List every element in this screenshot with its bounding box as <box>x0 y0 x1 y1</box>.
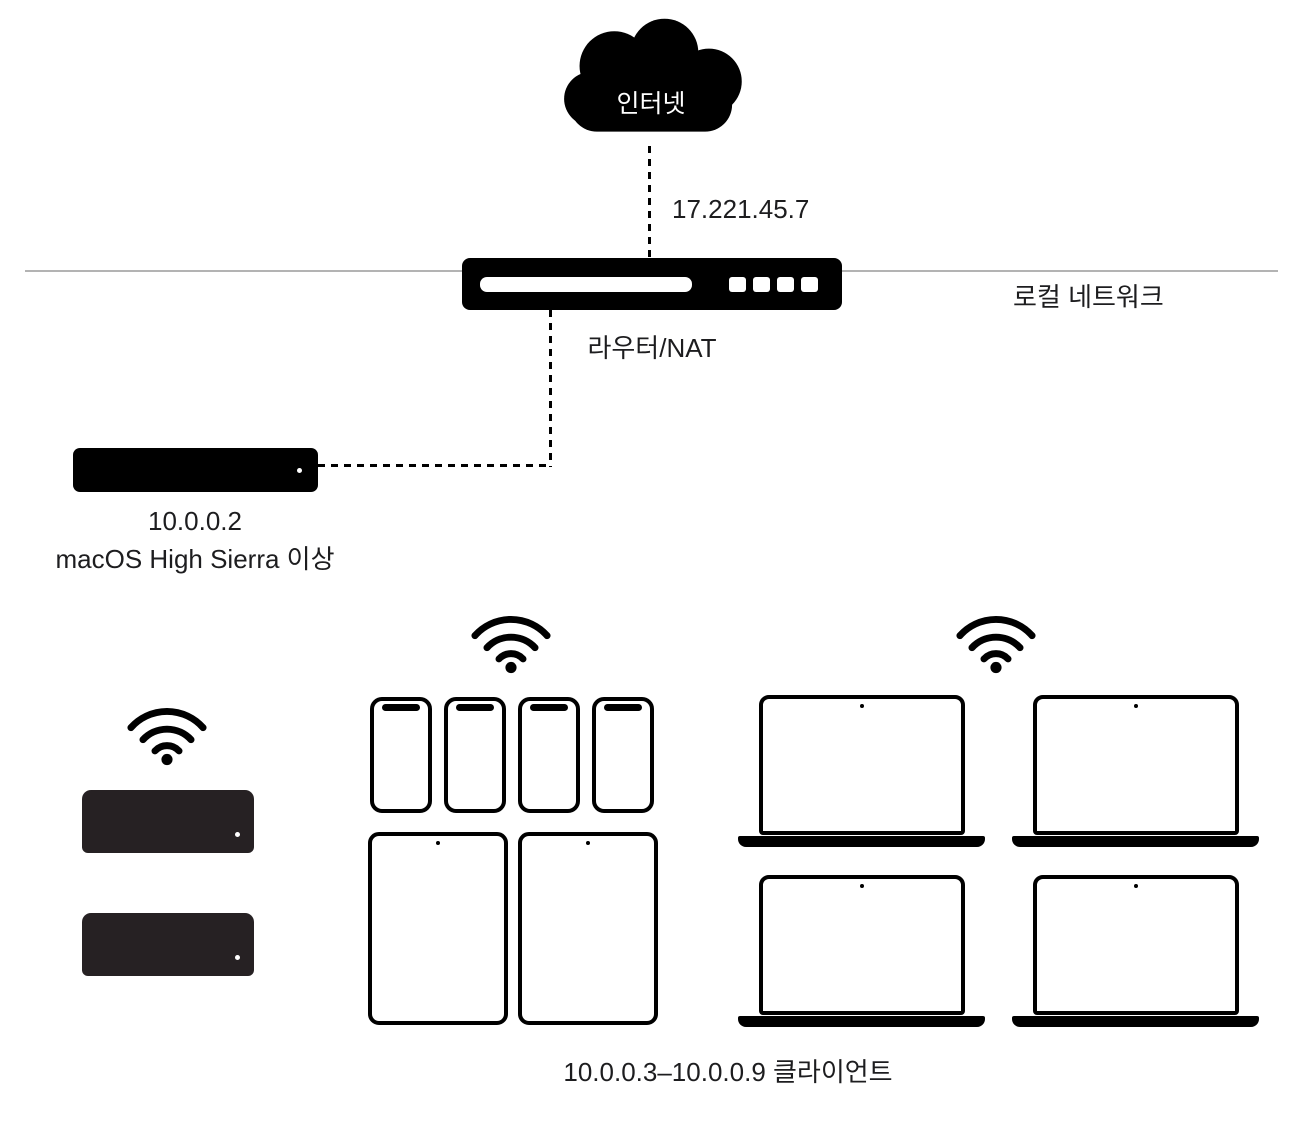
macbook-screen <box>758 875 965 1015</box>
macbook-icon <box>738 875 985 1027</box>
router-led <box>777 277 794 292</box>
macbook-camera <box>1133 704 1138 708</box>
macbook-icon <box>1012 875 1259 1027</box>
macbook-base <box>1012 1016 1259 1027</box>
router-slot <box>480 277 692 292</box>
macbook-screen <box>758 695 965 835</box>
server-connection-line-vertical <box>549 310 552 467</box>
clients-range-label: 10.0.0.3–10.0.0.9 클라이언트 <box>563 1057 893 1087</box>
macbook-screen <box>1032 875 1239 1015</box>
wan-ip-label: 17.221.45.7 <box>672 194 810 224</box>
iphone-notch <box>456 704 494 711</box>
router-led <box>729 277 746 292</box>
internet-label: 인터넷 <box>616 90 686 118</box>
server-ip-label: 10.0.0.2 <box>148 506 242 536</box>
mac-mini-client-icon <box>82 913 254 976</box>
macbook-camera <box>1133 884 1138 888</box>
power-led <box>235 832 240 837</box>
power-led <box>235 955 240 960</box>
macbook-screen <box>1032 695 1239 835</box>
server-connection-line-horizontal <box>318 464 552 467</box>
macbook-camera <box>859 884 864 888</box>
macbook-base <box>1012 836 1259 847</box>
macbook-icon <box>1012 695 1259 847</box>
ipad-camera <box>586 841 590 845</box>
ipad-icon <box>518 832 658 1025</box>
router-icon <box>462 258 842 310</box>
wan-connection-line <box>648 146 651 260</box>
iphone-icon <box>518 697 580 813</box>
iphone-icon <box>444 697 506 813</box>
ipad-camera <box>436 841 440 845</box>
server-os-label: macOS High Sierra 이상 <box>55 544 335 574</box>
router-led <box>801 277 818 292</box>
iphone-notch <box>382 704 420 711</box>
wifi-icon <box>953 605 1039 675</box>
router-led <box>753 277 770 292</box>
power-led <box>297 468 302 473</box>
iphone-icon <box>370 697 432 813</box>
internet-cloud-icon: 인터넷 <box>553 10 749 150</box>
wifi-icon <box>124 697 210 767</box>
mac-mini-client-icon <box>82 790 254 853</box>
iphone-notch <box>530 704 568 711</box>
macbook-camera <box>859 704 864 708</box>
macbook-base <box>738 1016 985 1027</box>
wifi-icon <box>468 605 554 675</box>
macbook-base <box>738 836 985 847</box>
router-label: 라우터/NAT <box>587 333 717 363</box>
ipad-icon <box>368 832 508 1025</box>
iphone-notch <box>604 704 642 711</box>
local-network-label: 로컬 네트워크 <box>1013 282 1164 312</box>
mac-mini-server-icon <box>73 448 318 492</box>
macbook-icon <box>738 695 985 847</box>
iphone-icon <box>592 697 654 813</box>
